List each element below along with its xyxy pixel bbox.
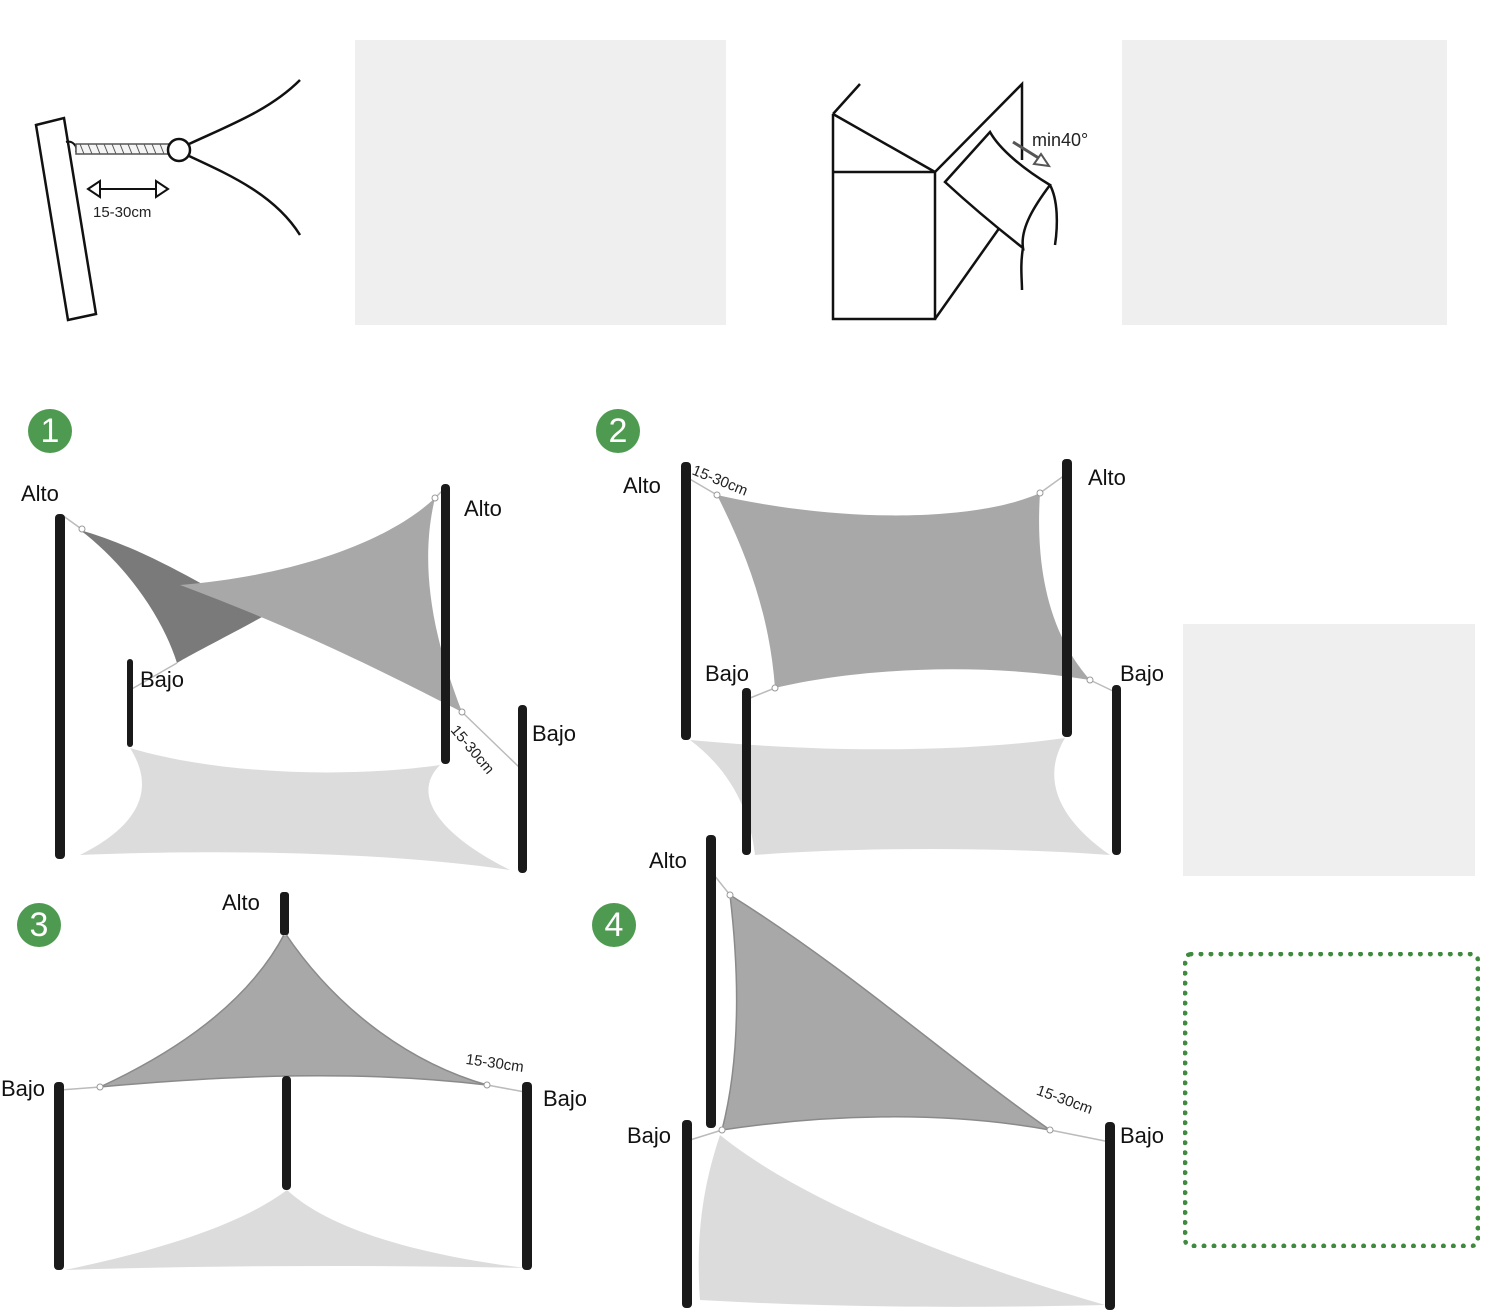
tension-detail-illustration: 15-30cm <box>0 0 340 340</box>
label-low-right: Bajo <box>543 1086 588 1111</box>
dotted-placeholder-frame <box>1183 952 1480 1248</box>
label-high-right: Alto <box>1088 465 1126 490</box>
label-low-left: Bajo <box>627 1123 672 1148</box>
step-badge-1: 1 <box>28 409 72 453</box>
angle-detail-illustration: min40° <box>820 70 1120 340</box>
diagram-4: 4 Alto Bajo Bajo 15-30cm <box>592 830 1180 1316</box>
diagram-3-drawing <box>54 892 532 1270</box>
tension-distance-label: 15-30cm <box>93 204 152 221</box>
label-high-left: Alto <box>21 481 59 506</box>
label-low-left: Bajo <box>1 1076 46 1101</box>
label-low-left: Bajo <box>705 661 750 686</box>
step-badge-4: 4 <box>592 903 636 947</box>
label-high-top: Alto <box>649 848 687 873</box>
label-low-right: Bajo <box>532 721 577 746</box>
label-high-top: Alto <box>222 890 260 915</box>
tension-detail-drawing <box>34 79 302 322</box>
diagram-2: 2 Alto Alto Bajo Bajo 15-30cm <box>596 400 1180 870</box>
image-placeholder-top-right <box>1122 40 1447 325</box>
image-placeholder-top-left <box>355 40 726 325</box>
diagram-4-drawing <box>682 835 1115 1310</box>
label-low-right: Bajo <box>1120 661 1165 686</box>
angle-label: min40° <box>1032 130 1089 150</box>
angle-detail-drawing <box>831 80 1059 321</box>
step-badge-2: 2 <box>596 409 640 453</box>
label-high-left: Alto <box>623 473 661 498</box>
diagram-1: 1 Alto Alto Bajo Bajo 15-30cm <box>0 400 600 880</box>
label-low-right: Bajo <box>1120 1123 1165 1148</box>
label-low-left: Bajo <box>140 667 185 692</box>
image-placeholder-middle-right <box>1183 624 1475 876</box>
diagram-2-drawing <box>681 459 1121 855</box>
step-badge-3: 3 <box>17 903 61 947</box>
diagram-1-drawing <box>55 484 527 873</box>
diagram-3: 3 Alto Bajo Bajo 15-30cm <box>0 880 600 1280</box>
label-high-right: Alto <box>464 496 502 521</box>
